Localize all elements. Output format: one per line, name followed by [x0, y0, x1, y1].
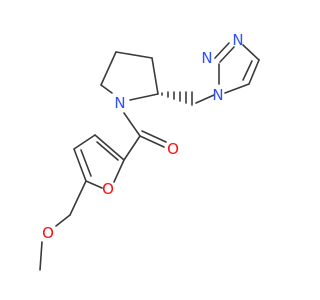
bond-furan-c3-c2-double: [96, 141, 119, 161]
bond-furan-c5-c4: [73, 148, 87, 182]
bond-ch2-o: [55, 214, 71, 227]
stereo-hash-bond: [161, 91, 193, 106]
bond-carbonyl-o: [139, 135, 165, 148]
bond-carbonyl-o-double: [141, 130, 167, 143]
molecule-structure-diagram: N N N N O O O: [0, 0, 300, 300]
bond-o-ch3: [39, 241, 43, 271]
bond-triazole-c5-c4: [248, 59, 260, 85]
atom-n-triazole-n3: N: [232, 31, 243, 49]
bond-triazole-n3-n2-double: [214, 42, 230, 59]
bond-furan-c4-c3: [73, 134, 96, 150]
bond-furan-c5-c4-double: [80, 149, 92, 177]
bond-triazole-c4-n3: [242, 44, 260, 61]
bond-n1-ch2: [195, 94, 215, 104]
bond-triazole-c5-c4-double: [242, 60, 253, 81]
bond-pyrrolidine-c5-n: [100, 84, 113, 94]
bonds: [39, 42, 260, 271]
bond-triazole-n3-n2: [219, 46, 235, 63]
bond-c5-ch2: [69, 180, 87, 216]
bond-n-carbonyl: [123, 112, 141, 137]
bond-pyrrolidine-n-c2: [129, 93, 159, 101]
atom-o-methoxy: O: [42, 224, 54, 242]
bond-pyrrolidine-c3-c4: [115, 51, 153, 59]
atom-o-furan: O: [102, 180, 114, 198]
bond-carbonyl-furan: [123, 135, 141, 161]
bond-furan-c3-c2: [94, 134, 125, 161]
bond-furan-o-c5: [85, 180, 103, 189]
atom-n-pyrrolidine: N: [114, 94, 125, 112]
atom-n-triazole-n1: N: [212, 86, 223, 104]
bond-triazole-n1-c5: [224, 83, 250, 94]
bond-furan-c2-o: [113, 159, 125, 183]
atom-n-triazole-n2: N: [201, 49, 212, 67]
bond-pyrrolidine-c4-c5: [100, 51, 117, 86]
atom-labels: N N N N O O O: [42, 31, 244, 242]
diagram-background: [0, 0, 300, 300]
bond-pyrrolidine-c2-c3: [151, 57, 159, 95]
atom-o-carbonyl: O: [167, 140, 179, 158]
